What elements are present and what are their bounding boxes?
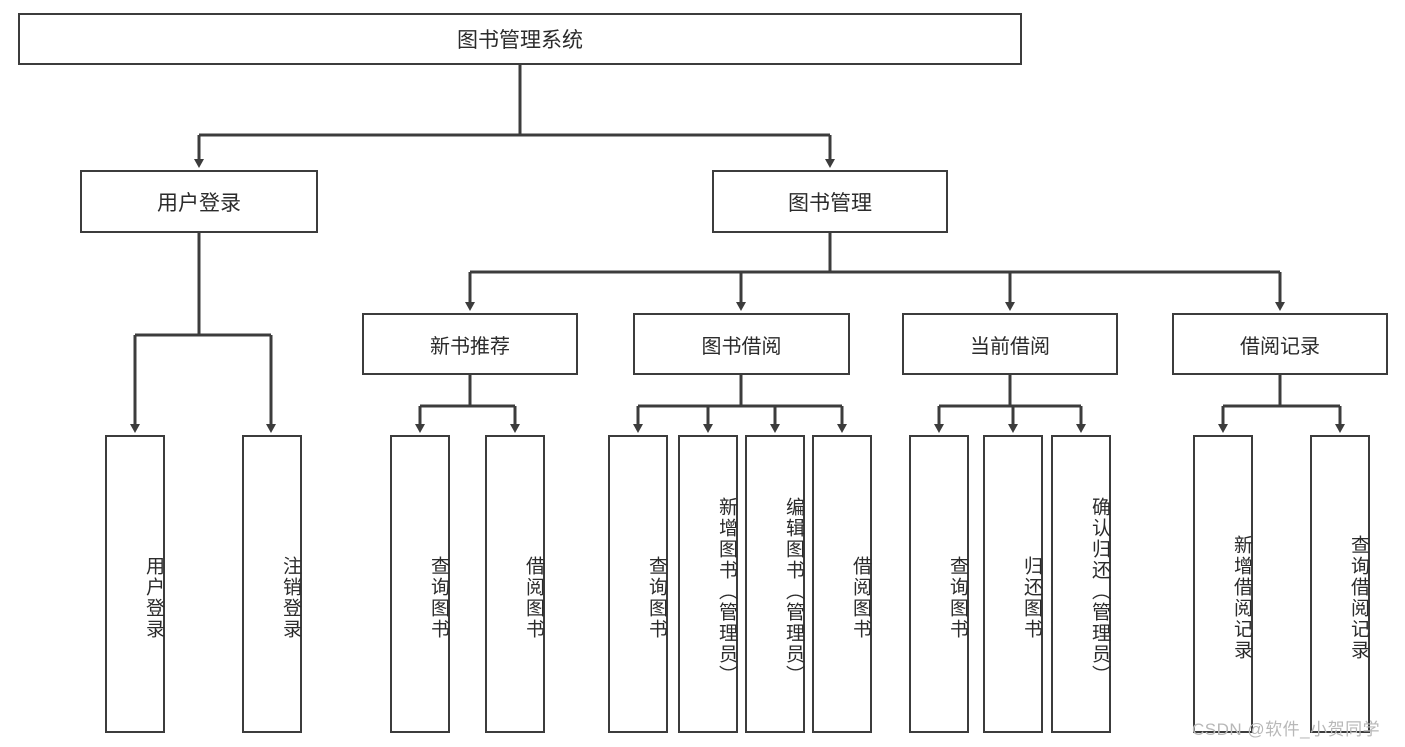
node-borrow-record-label: 借阅记录 <box>1240 335 1320 358</box>
node-new-book-recommend-label: 新书推荐 <box>430 335 510 358</box>
node-user-login-label: 用户登录 <box>157 191 241 215</box>
node-leaf-user-login-login[interactable]: 用户登录 <box>105 435 165 733</box>
node-leaf-recommend-borrow-book[interactable]: 借阅图书 <box>485 435 545 733</box>
node-leaf-user-login-logout[interactable]: 注销登录 <box>242 435 302 733</box>
node-book-borrow-label: 图书借阅 <box>701 335 782 358</box>
node-root[interactable]: 图书管理系统 <box>18 13 1022 65</box>
node-leaf-label: 新增图书（管理员） <box>716 496 737 686</box>
node-leaf-label: 用户登录 <box>143 556 164 640</box>
node-leaf-record-add-record[interactable]: 新增借阅记录 <box>1193 435 1253 733</box>
node-leaf-label: 查询图书 <box>646 556 667 640</box>
watermark: CSDN @软件_小贺同学 <box>1192 720 1381 739</box>
node-leaf-borrow-edit-book-admin[interactable]: 编辑图书（管理员） <box>745 435 805 733</box>
node-leaf-borrow-query-book[interactable]: 查询图书 <box>608 435 668 733</box>
node-leaf-label: 新增借阅记录 <box>1231 535 1252 661</box>
node-leaf-label: 查询图书 <box>947 556 968 640</box>
node-leaf-current-query-book[interactable]: 查询图书 <box>909 435 969 733</box>
node-new-book-recommend[interactable]: 新书推荐 <box>362 313 578 375</box>
node-leaf-label: 查询图书 <box>428 556 449 640</box>
node-root-label: 图书管理系统 <box>457 29 583 52</box>
node-leaf-current-confirm-return-admin[interactable]: 确认归还（管理员） <box>1051 435 1111 733</box>
node-user-login[interactable]: 用户登录 <box>80 170 318 233</box>
node-leaf-recommend-query-book[interactable]: 查询图书 <box>390 435 450 733</box>
node-leaf-label: 编辑图书（管理员） <box>783 496 804 686</box>
node-leaf-label: 借阅图书 <box>523 556 544 640</box>
node-leaf-label: 借阅图书 <box>850 556 871 640</box>
node-current-borrow-label: 当前借阅 <box>970 335 1050 358</box>
node-leaf-label: 注销登录 <box>280 556 301 640</box>
node-book-borrow[interactable]: 图书借阅 <box>633 313 850 375</box>
node-leaf-borrow-add-book-admin[interactable]: 新增图书（管理员） <box>678 435 738 733</box>
node-book-management[interactable]: 图书管理 <box>712 170 948 233</box>
node-leaf-borrow-borrow-book[interactable]: 借阅图书 <box>812 435 872 733</box>
node-leaf-label: 归还图书 <box>1021 556 1042 640</box>
node-leaf-current-return-book[interactable]: 归还图书 <box>983 435 1043 733</box>
node-leaf-label: 查询借阅记录 <box>1348 535 1369 661</box>
node-current-borrow[interactable]: 当前借阅 <box>902 313 1118 375</box>
node-leaf-record-query-record[interactable]: 查询借阅记录 <box>1310 435 1370 733</box>
node-borrow-record[interactable]: 借阅记录 <box>1172 313 1388 375</box>
node-book-management-label: 图书管理 <box>788 191 872 215</box>
node-leaf-label: 确认归还（管理员） <box>1089 496 1110 686</box>
